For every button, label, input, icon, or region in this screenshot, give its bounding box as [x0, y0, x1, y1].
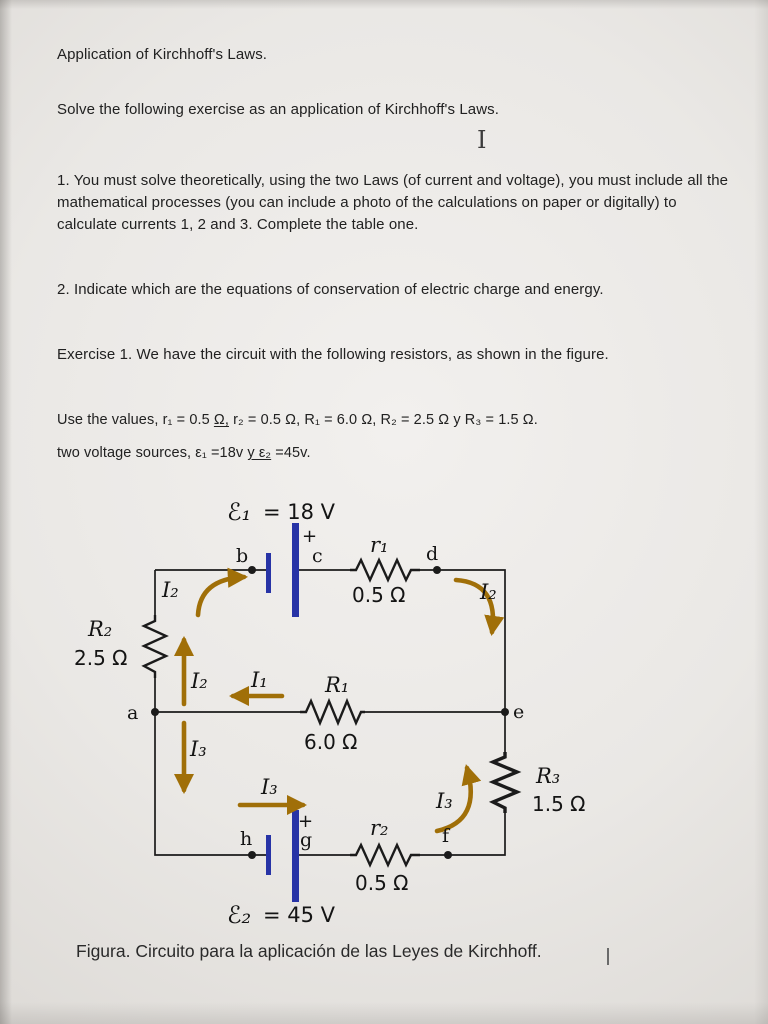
doc-exercise-line: Exercise 1. We have the circuit with the…: [57, 346, 609, 363]
emf1-plus-sign: +: [302, 526, 317, 547]
values-part-3: r₂ = 0.5 Ω, R₁ = 6.0 Ω, R₂ = 2.5 Ω y R₃ …: [228, 412, 538, 428]
current-arrow-I3-curve: [434, 764, 482, 834]
wire-top-right: [420, 569, 506, 752]
resistor-R3-value-label: 1.5 Ω: [532, 792, 585, 816]
values-part-underlined: Ω,: [213, 412, 229, 428]
node-label-d: d: [426, 543, 438, 565]
resistor-R1-value-label: 6.0 Ω: [304, 730, 357, 754]
node-dot-b: [248, 566, 256, 574]
doc-title: Application of Kirchhoff's Laws.: [57, 46, 268, 63]
resistor-r2-value-label: 0.5 Ω: [355, 871, 408, 895]
circuit-figure: ℰ₁ = 18 V + b c d a e f g h r₁ 0.5 Ω R₂ …: [74, 498, 585, 929]
resistor-R3-name-label: R₃: [535, 764, 560, 788]
emf2-value-label: = 45 V: [263, 903, 336, 927]
node-label-a: a: [127, 702, 138, 724]
resistor-R2-name-label: R₂: [87, 617, 112, 641]
resistor-R2-value-label: 2.5 Ω: [74, 646, 127, 670]
doc-item-2: 2. Indicate which are the equations of c…: [57, 281, 604, 298]
current-arrow-I2-top-left: [195, 567, 249, 618]
figure-caption: Figura. Circuito para la aplicación de l…: [76, 941, 542, 961]
wire-bottom-left: [154, 678, 266, 856]
resistor-r2-name-label: r₂: [370, 816, 388, 840]
battery-emf1: [266, 523, 299, 617]
current-I2-label-left: I₂: [190, 669, 208, 693]
node-dot-h: [248, 851, 256, 859]
node-dots: [151, 566, 509, 859]
node-dot-a: [151, 708, 159, 716]
current-I3-label-right: I₃: [435, 789, 453, 813]
current-arrows: [173, 567, 505, 834]
values-part-1: Use the values, r₁ = 0.5: [57, 412, 214, 428]
current-I3-label-left: I₃: [189, 737, 207, 761]
resistor-r2-zigzag: [350, 842, 420, 868]
doc-item-1: 1. You must solve theoretically, using t…: [57, 172, 729, 233]
sources-part-1: two voltage sources, ε₁ =18v: [57, 445, 248, 461]
resistor-R1-name-label: R₁: [324, 673, 349, 697]
battery-emf1-short-plate: [266, 553, 271, 593]
node-label-f: f: [442, 825, 451, 847]
emf2-plus-sign: +: [298, 811, 313, 832]
node-dot-e: [501, 708, 509, 716]
doc-intro: Solve the following exercise as an appli…: [57, 101, 500, 118]
current-I1-label: I₁: [250, 668, 268, 692]
resistor-r1-value-label: 0.5 Ω: [352, 583, 405, 607]
sources-part-underlined: y ε₂: [247, 445, 272, 461]
battery-emf2-long-plate: [292, 810, 299, 902]
node-label-e: e: [513, 701, 524, 723]
sources-part-3: =45v.: [271, 445, 311, 461]
node-label-b: b: [236, 545, 248, 567]
emf1-symbol-label: ℰ₁: [227, 498, 251, 526]
current-I2-label-top-right: I₂: [479, 580, 497, 604]
node-dot-f: [444, 851, 452, 859]
current-I3-label-bottom: I₃: [260, 775, 278, 799]
doc-values-line: Use the values, r₁ = 0.5 Ω, r₂ = 0.5 Ω, …: [57, 409, 538, 431]
current-I2-label-top-left: I₂: [161, 578, 179, 602]
resistor-R2-zigzag: [141, 615, 169, 678]
resistor-R1-zigzag: [300, 697, 365, 727]
doc-sources-line: two voltage sources, ε₁ =18v y ε₂ =45v.: [57, 442, 311, 464]
battery-emf2-short-plate: [266, 835, 271, 875]
node-label-h: h: [240, 828, 252, 850]
node-label-c: c: [312, 545, 323, 567]
resistor-R3-zigzag: [488, 752, 522, 813]
node-dot-d: [433, 566, 441, 574]
current-arrow-I2-top-right: [453, 577, 505, 637]
text-caret: [607, 948, 609, 965]
emf1-value-label: = 18 V: [263, 500, 336, 524]
resistor-r1-zigzag: [350, 557, 420, 583]
node-label-g: g: [300, 829, 312, 851]
resistor-r1-name-label: r₁: [370, 533, 388, 557]
battery-emf2: [266, 810, 299, 902]
emf2-symbol-label: ℰ₂: [227, 901, 251, 929]
text-cursor-icon: I: [477, 126, 487, 154]
battery-emf1-long-plate: [292, 523, 299, 617]
